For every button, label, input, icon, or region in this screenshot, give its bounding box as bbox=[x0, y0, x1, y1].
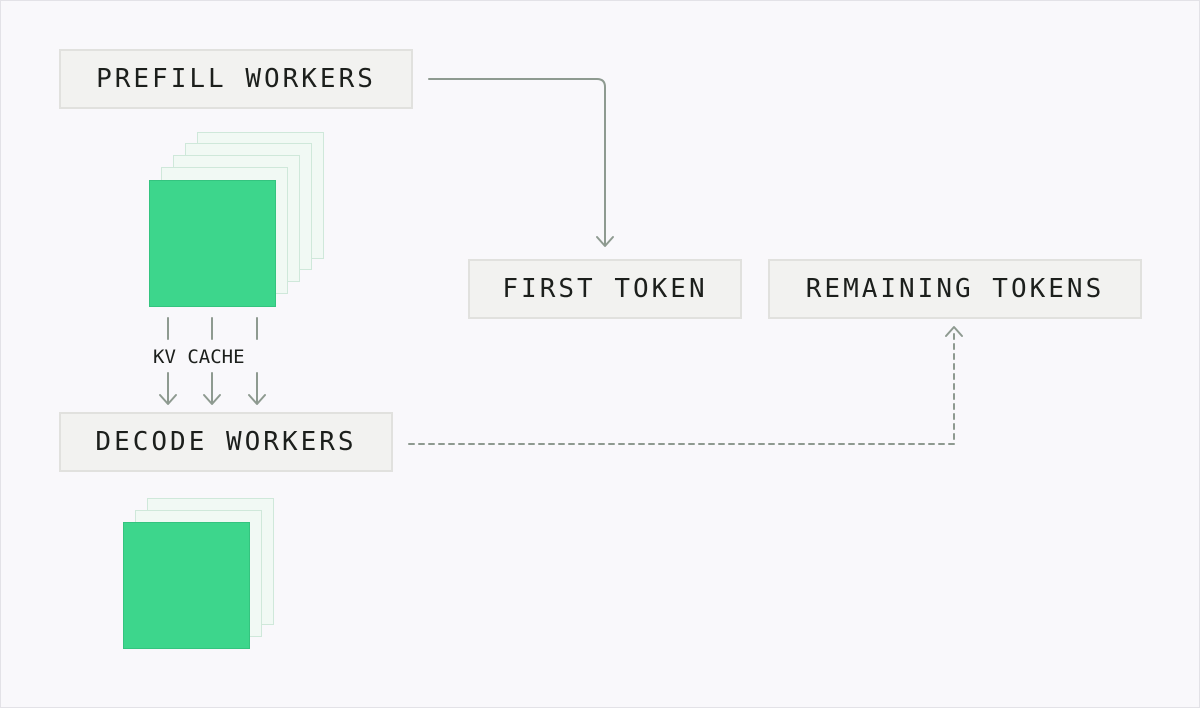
remaining-tokens-node: REMAINING TOKENS bbox=[768, 259, 1142, 319]
first-token-label: FIRST TOKEN bbox=[502, 274, 708, 304]
decode-workers-node: DECODE WORKERS bbox=[59, 412, 393, 472]
prefill-workers-node: PREFILL WORKERS bbox=[59, 49, 413, 109]
prefill-workers-label: PREFILL WORKERS bbox=[96, 64, 376, 94]
decode-to-remaining-tokens-arrowhead bbox=[945, 326, 963, 337]
decode-worker-card-active bbox=[123, 522, 250, 649]
prefill-worker-card-active bbox=[149, 180, 276, 307]
kv-cache-label: KV CACHE bbox=[153, 346, 245, 368]
kv-cache-arrowhead bbox=[159, 394, 177, 405]
prefill-to-first-token-arrowhead bbox=[596, 236, 614, 247]
kv-cache-arrowhead bbox=[203, 394, 221, 405]
first-token-node: FIRST TOKEN bbox=[468, 259, 742, 319]
prefill-to-first-token-arrow bbox=[428, 78, 606, 246]
remaining-tokens-label: REMAINING TOKENS bbox=[805, 274, 1105, 304]
kv-cache-arrowhead bbox=[248, 394, 266, 405]
decode-workers-label: DECODE WORKERS bbox=[95, 427, 357, 457]
decode-to-remaining-tokens-arrow bbox=[408, 330, 955, 445]
